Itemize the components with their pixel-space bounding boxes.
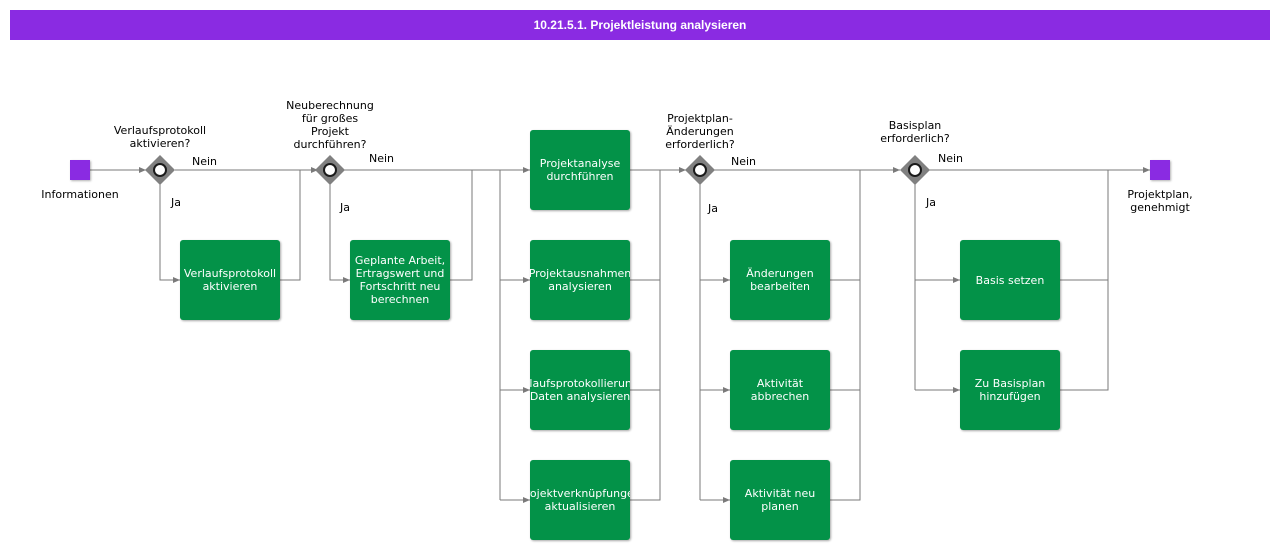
task-projektanalyse[interactable]: Projektanalyse durchführen [530, 130, 630, 210]
gateway-3-no-label: Nein [731, 155, 757, 168]
connector [159, 184, 180, 283]
connector [830, 170, 861, 501]
gateway-1-question: Verlaufsprotokoll aktivieren? [113, 124, 207, 150]
gateway-2-yes-label: Ja [340, 201, 350, 214]
gateway-2 [315, 155, 345, 185]
gateway-1-no-label: Nein [192, 155, 218, 168]
start-event [70, 160, 90, 180]
connector [630, 170, 661, 501]
end-event-label: Projektplan, genehmigt [1127, 188, 1193, 214]
gateway-4-yes-label: Ja [926, 196, 936, 209]
task-protokollierungsdaten[interactable]: Verlaufsprotokollierungs- Daten analysie… [530, 350, 630, 430]
gateway-4 [900, 155, 930, 185]
task-geplante-arbeit-berechnen[interactable]: Geplante Arbeit, Ertragswert und Fortsch… [350, 240, 450, 320]
gateway-3 [685, 155, 715, 185]
gateway-3-yes-label: Ja [708, 202, 718, 215]
connector [329, 184, 350, 283]
start-event-label: Informationen [41, 188, 119, 201]
gateway-1-yes-label: Ja [171, 196, 181, 209]
task-aenderungen-bearbeiten[interactable]: Änderungen bearbeiten [730, 240, 830, 320]
connector [450, 170, 473, 281]
diagram-title: 10.21.5.1. Projektleistung analysieren [10, 10, 1270, 40]
task-zu-basisplan-hinzufuegen[interactable]: Zu Basisplan hinzufügen [960, 350, 1060, 430]
gateway-4-no-label: Nein [938, 152, 964, 165]
task-verlaufsprotokoll-aktivieren[interactable]: Verlaufsprotokoll aktivieren [180, 240, 280, 320]
gateway-2-question: Neuberechnung für großes Projekt durchfü… [286, 99, 374, 151]
end-event [1150, 160, 1170, 180]
gateway-3-question: Projektplan- Änderungen erforderlich? [665, 112, 735, 151]
task-basis-setzen[interactable]: Basis setzen [960, 240, 1060, 320]
gateway-2-no-label: Nein [369, 152, 395, 165]
gateway-4-question: Basisplan erforderlich? [880, 119, 950, 145]
connector [1060, 170, 1109, 391]
task-aktivitaet-abbrechen[interactable]: Aktivität abbrechen [730, 350, 830, 430]
task-projektverknuepfungen[interactable]: Projektverknüpfungen aktualisieren [530, 460, 630, 540]
task-projektausnahmen[interactable]: Projektausnahmen analysieren [530, 240, 630, 320]
connector [280, 170, 301, 281]
gateway-1 [145, 155, 175, 185]
task-aktivitaet-neu-planen[interactable]: Aktivität neu planen [730, 460, 830, 540]
